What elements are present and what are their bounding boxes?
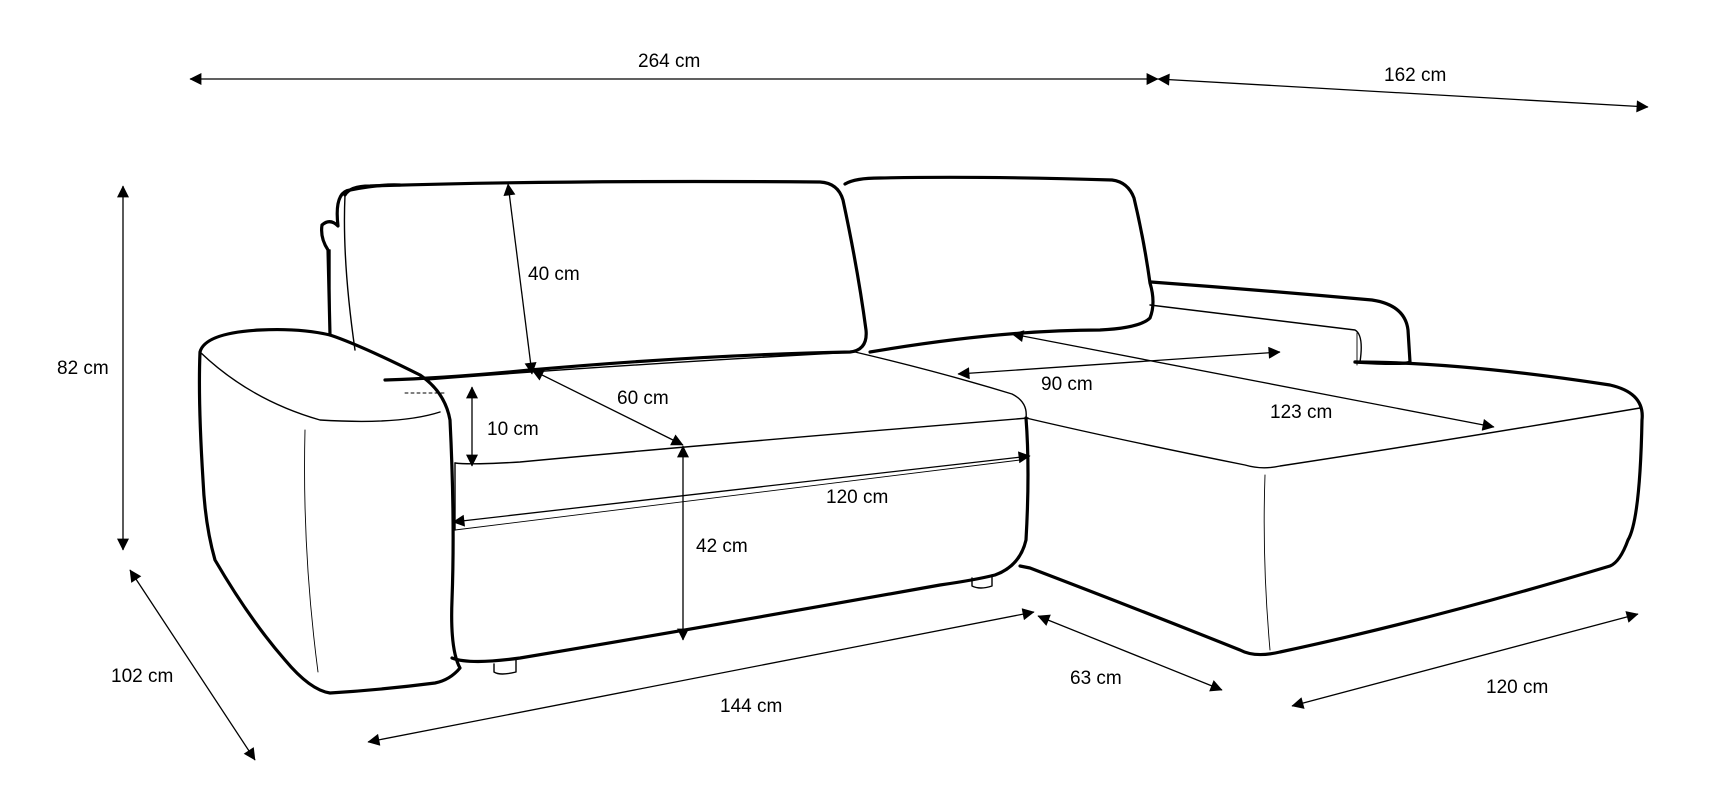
front-width-label: 144 cm: [720, 696, 782, 717]
seat-width-label: 120 cm: [826, 487, 888, 508]
chaise-width-arrow: [1291, 611, 1639, 709]
seat-drawer-edge: [454, 459, 1021, 531]
middle-foot: [971, 574, 993, 589]
back-frame: [320, 183, 402, 337]
height-label: 82 cm: [57, 358, 109, 379]
left-armrest-seam: [304, 429, 319, 673]
depth-label: 102 cm: [111, 666, 173, 687]
seat-width-arrow: [452, 451, 1031, 527]
left-armrest-top-edge: [199, 351, 441, 423]
dimension-lines: [117, 73, 1649, 761]
depth-arrow: [129, 569, 256, 761]
back-cushion-height-arrow: [503, 183, 537, 375]
corner-width-arrow: [1037, 614, 1223, 692]
chaise-length-arrow: [1157, 73, 1649, 113]
chaise-seat-top: [1025, 407, 1641, 469]
cushion-thickness-label: 10 cm: [487, 419, 539, 440]
seat-depth-arrow: [531, 369, 684, 446]
total-width-label: 264 cm: [638, 51, 700, 72]
back-cushion-height-label: 40 cm: [528, 264, 580, 285]
seat-depth-label: 60 cm: [617, 388, 669, 409]
chaise-inner-width-label: 90 cm: [1041, 374, 1093, 395]
corner-width-label: 63 cm: [1070, 668, 1122, 689]
chaise-backrest: [1149, 280, 1412, 366]
seat-cushion-front-edge: [454, 417, 1029, 465]
chaise-inner-length-label: 123 cm: [1270, 402, 1332, 423]
chaise-inner-length-arrow: [1011, 330, 1495, 431]
dimension-labels: 264 cm 162 cm 82 cm 102 cm 144 cm 63 cm …: [57, 51, 1548, 717]
sofa-drawing: [197, 175, 1644, 695]
left-back-cushion: [343, 179, 868, 382]
chaise-outline: [1018, 360, 1644, 657]
chaise-corner-seam: [1263, 474, 1271, 651]
chaise-length-label: 162 cm: [1384, 65, 1446, 86]
chaise-width-label: 120 cm: [1486, 677, 1548, 698]
front-width-arrow: [367, 608, 1035, 746]
seat-height-label: 42 cm: [696, 536, 748, 557]
left-back-cushion-side: [343, 194, 356, 351]
left-armrest: [197, 327, 462, 695]
right-back-cushion: [843, 175, 1155, 354]
seat-cushion-top: [425, 351, 1027, 419]
